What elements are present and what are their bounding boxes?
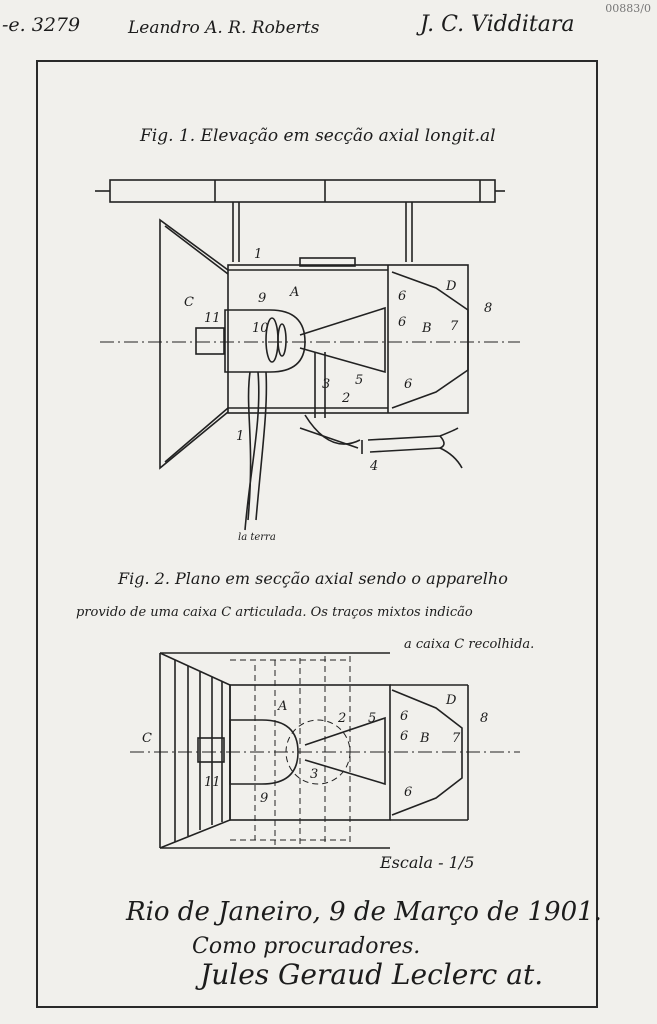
figure2-caption-line3: a caixa C recolhida. [404, 637, 535, 652]
document-number: -e. 3279 [2, 14, 81, 36]
figure1-caption: Fig. 1. Elevação em secção axial longit.… [140, 126, 496, 146]
label-8: 8 [484, 301, 492, 316]
label-1b: 1 [236, 429, 244, 444]
figure2-caption-line2: provido de uma caixa C articulada. Os tr… [76, 605, 473, 620]
footer-signature: Jules Geraud Leclerc at. [200, 958, 544, 991]
scale-note: Escala - 1/5 [380, 853, 475, 872]
label-a-plan: A [277, 699, 287, 714]
label-6c: 6 [404, 377, 412, 392]
label-11: 11 [204, 311, 221, 326]
funnel-c-plan [159, 652, 231, 849]
label-7: 7 [450, 319, 459, 334]
nozzle-plan [304, 716, 386, 786]
label-3: 3 [322, 377, 330, 392]
label-2-plan: 2 [337, 711, 346, 726]
signature-right: J. C. Vidditara [420, 12, 575, 37]
footer-role: Como procuradores. [192, 934, 421, 959]
figure2-drawing: C A 2 3 5 9 11 6 6 6 B 7 D 8 [130, 652, 520, 849]
outlet-cone-d [391, 271, 469, 409]
label-6b-plan: 6 [400, 729, 408, 744]
label-5-plan: 5 [368, 711, 376, 726]
label-7-plan: 7 [452, 731, 461, 746]
label-1: 1 [254, 247, 262, 262]
header-annotations: -e. 3279 Leandro A. R. Roberts J. C. Vid… [0, 0, 657, 56]
label-2: 2 [341, 391, 350, 406]
outlet-cone-d-plan [391, 689, 463, 816]
motor-11-plan [197, 737, 225, 763]
footer-place-date: Rio de Janeiro, 9 de Março de 1901. [126, 897, 602, 927]
label-b-plan: B [419, 731, 430, 746]
motor-housing-plan [229, 719, 299, 785]
label-5: 5 [355, 373, 363, 388]
signature-left: Leandro A. R. Roberts [128, 18, 320, 38]
label-6a-plan: 6 [400, 709, 408, 724]
funnel-c [159, 218, 229, 470]
label-6a: 6 [398, 289, 406, 304]
label-wire: la terra [238, 532, 276, 543]
drawing-sheet-border [36, 60, 598, 1008]
label-c-plan: C [142, 731, 152, 746]
label-11-plan: 11 [204, 775, 221, 790]
label-6b: 6 [398, 315, 406, 330]
label-c: C [184, 295, 194, 310]
label-4: 4 [369, 459, 378, 474]
label-10: 10 [252, 321, 269, 336]
label-3-plan: 3 [310, 767, 318, 782]
motor-11 [195, 327, 225, 355]
nozzle [299, 306, 386, 374]
figure1-drawing: C A 1 9 10 11 5 3 2 4 1 6 6 6 B 7 D 8 la… [95, 179, 520, 543]
label-d: D [445, 279, 457, 294]
label-b: B [421, 321, 432, 336]
archive-stamp: 00883/0 [605, 2, 651, 15]
label-9-plan: 9 [260, 791, 268, 806]
figure2-caption: Fig. 2. Plano em secção axial sendo o ap… [118, 569, 508, 588]
label-9: 9 [258, 291, 266, 306]
label-a: A [289, 285, 299, 300]
label-6c-plan: 6 [404, 785, 412, 800]
label-d-plan: D [445, 693, 457, 708]
label-8-plan: 8 [480, 711, 488, 726]
